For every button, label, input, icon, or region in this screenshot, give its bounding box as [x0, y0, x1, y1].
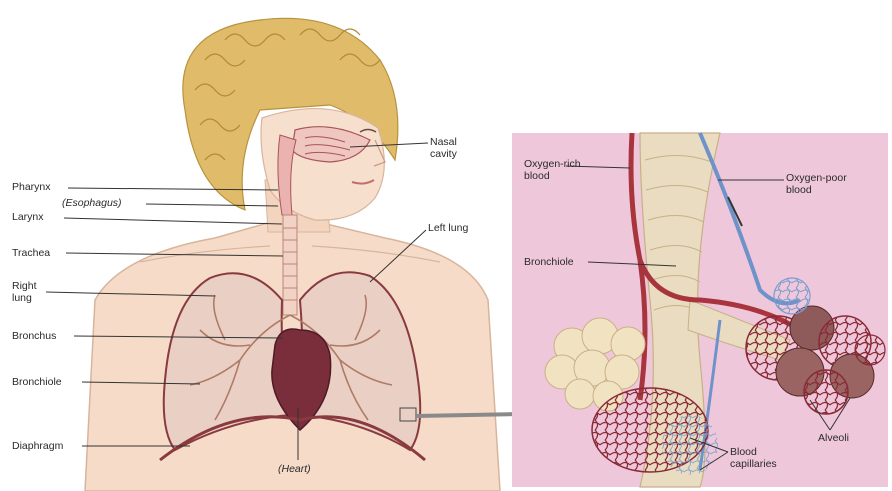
label-capillaries: Blood capillaries — [730, 446, 792, 470]
label-bronchiole-inset: Bronchiole — [524, 256, 574, 268]
label-nasal-cavity: Nasal cavity — [430, 136, 476, 160]
label-oxygen-poor: Oxygen-poor blood — [786, 172, 866, 196]
leader-esophagus — [146, 204, 278, 206]
label-pharynx: Pharynx — [12, 181, 51, 193]
label-heart: (Heart) — [278, 463, 311, 475]
leader-pharynx — [68, 188, 278, 190]
leader-larynx — [64, 218, 282, 224]
label-left-lung: Left lung — [428, 222, 468, 234]
label-diaphragm: Diaphragm — [12, 440, 63, 452]
label-alveoli: Alveoli — [818, 432, 849, 444]
label-right-lung: Right lung — [12, 280, 46, 304]
torso-illustration — [85, 18, 500, 491]
label-esophagus: (Esophagus) — [62, 197, 122, 209]
label-bronchiole: Bronchiole — [12, 376, 62, 388]
label-larynx: Larynx — [12, 211, 44, 223]
label-trachea: Trachea — [12, 247, 50, 259]
label-oxygen-rich: Oxygen-rich blood — [524, 158, 594, 182]
label-bronchus: Bronchus — [12, 330, 56, 342]
